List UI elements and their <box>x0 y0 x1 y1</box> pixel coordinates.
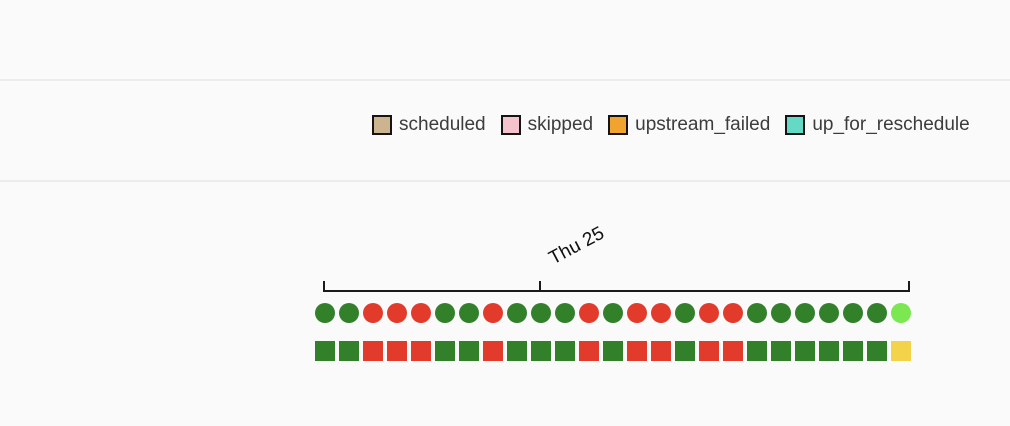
dag-run-circle[interactable] <box>795 303 815 323</box>
legend-item-scheduled: scheduled <box>372 114 486 136</box>
task-instance-square[interactable] <box>459 341 479 361</box>
task-instance-square[interactable] <box>339 341 359 361</box>
task-instance-square[interactable] <box>795 341 815 361</box>
task-instance-square[interactable] <box>723 341 743 361</box>
dag-run-circle[interactable] <box>723 303 743 323</box>
legend-swatch-scheduled <box>372 115 392 135</box>
legend-label: skipped <box>527 114 594 135</box>
legend-label: up_for_reschedule <box>812 114 970 135</box>
task-instance-square[interactable] <box>675 341 695 361</box>
dag-run-circle[interactable] <box>603 303 623 323</box>
dag-run-circle[interactable] <box>771 303 791 323</box>
task-instance-square[interactable] <box>507 341 527 361</box>
dag-run-circle[interactable] <box>699 303 719 323</box>
dag-run-circle[interactable] <box>411 303 431 323</box>
task-instance-square[interactable] <box>843 341 863 361</box>
task-instance-square[interactable] <box>651 341 671 361</box>
dag-run-circle[interactable] <box>747 303 767 323</box>
time-axis <box>323 281 910 292</box>
dag-run-circle[interactable] <box>459 303 479 323</box>
dag-run-circle[interactable] <box>483 303 503 323</box>
legend-swatch-upstream_failed <box>608 115 629 135</box>
dag-run-circle[interactable] <box>555 303 575 323</box>
dag-run-circle[interactable] <box>579 303 599 323</box>
legend-item-up_for_reschedule: up_for_reschedule <box>785 114 970 136</box>
header-divider <box>0 79 1010 81</box>
legend-swatch-up_for_reschedule <box>785 115 806 135</box>
dag-run-circle[interactable] <box>651 303 671 323</box>
dag-run-circle[interactable] <box>315 303 335 323</box>
task-instance-square[interactable] <box>531 341 551 361</box>
legend-divider <box>0 180 1010 182</box>
dag-run-circle[interactable] <box>531 303 551 323</box>
task-instance-square[interactable] <box>699 341 719 361</box>
dag-run-circle[interactable] <box>891 303 911 323</box>
dag-run-circle[interactable] <box>675 303 695 323</box>
task-instance-square[interactable] <box>771 341 791 361</box>
dag-run-circle[interactable] <box>867 303 887 323</box>
task-instance-square[interactable] <box>411 341 431 361</box>
task-instance-square[interactable] <box>387 341 407 361</box>
dag-run-circle[interactable] <box>435 303 455 323</box>
task-instance-square[interactable] <box>867 341 887 361</box>
dag-run-circle[interactable] <box>387 303 407 323</box>
task-instance-square[interactable] <box>747 341 767 361</box>
task-instance-square[interactable] <box>555 341 575 361</box>
legend-swatch-skipped <box>500 115 521 135</box>
task-instance-square[interactable] <box>363 341 383 361</box>
axis-mid-tick <box>539 281 541 292</box>
dag-run-circle[interactable] <box>507 303 527 323</box>
task-instance-square[interactable] <box>819 341 839 361</box>
task-instance-square[interactable] <box>603 341 623 361</box>
dag-run-circle[interactable] <box>843 303 863 323</box>
legend-item-upstream_failed: upstream_failed <box>608 114 770 136</box>
dag-run-circle[interactable] <box>363 303 383 323</box>
task-instance-square[interactable] <box>627 341 647 361</box>
dag-run-circle[interactable] <box>339 303 359 323</box>
task-instance-square[interactable] <box>483 341 503 361</box>
task-instance-square[interactable] <box>579 341 599 361</box>
dag-run-circle[interactable] <box>627 303 647 323</box>
task-instance-square[interactable] <box>435 341 455 361</box>
task-instance-square[interactable] <box>891 341 911 361</box>
task-instance-row <box>315 341 911 361</box>
axis-date-label: Thu 25 <box>545 222 608 270</box>
legend-item-skipped: skipped <box>500 114 594 136</box>
status-legend: scheduled skipped upstream_failed up_for_re… <box>372 114 970 136</box>
task-instance-square[interactable] <box>315 341 335 361</box>
legend-label: scheduled <box>399 114 486 135</box>
dag-run-row <box>315 303 911 323</box>
dag-run-circle[interactable] <box>819 303 839 323</box>
legend-label: upstream_failed <box>635 114 771 135</box>
